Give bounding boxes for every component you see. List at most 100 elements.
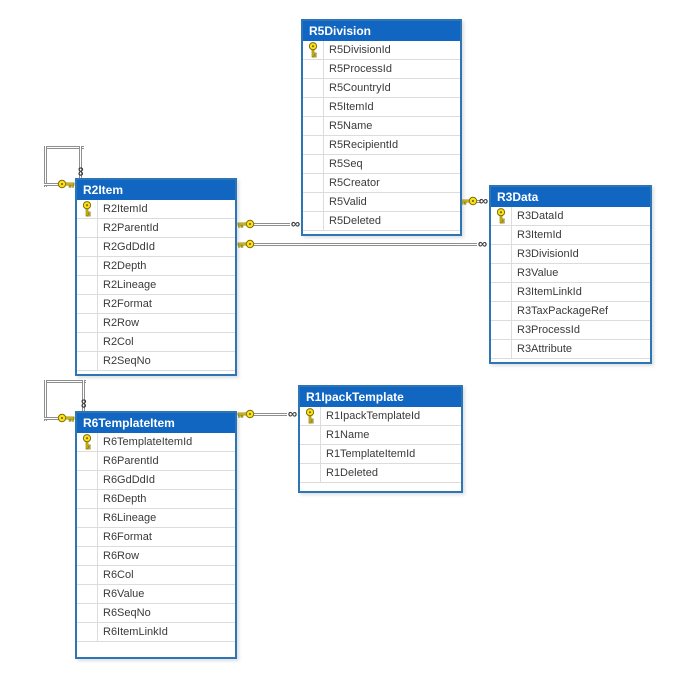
table-row[interactable]: R6Row: [77, 547, 235, 566]
table-row[interactable]: R6TemplateItemId: [77, 433, 235, 452]
relation-line[interactable]: [82, 380, 85, 411]
table-row[interactable]: R3DivisionId: [491, 245, 650, 264]
field-name: R1TemplateItemId: [326, 448, 416, 460]
table-row[interactable]: R6SeqNo: [77, 604, 235, 623]
table-row[interactable]: R2ItemId: [77, 200, 235, 219]
row-icon-cell: [491, 283, 512, 301]
field-name: R2Depth: [103, 260, 147, 272]
row-icon-cell: [77, 604, 98, 622]
table-row[interactable]: R3ProcessId: [491, 321, 650, 340]
table-row[interactable]: R6Lineage: [77, 509, 235, 528]
relation-line[interactable]: [44, 183, 62, 186]
table-row[interactable]: R5ItemId: [303, 98, 460, 117]
table-row[interactable]: R5Creator: [303, 174, 460, 193]
table-row[interactable]: R1Deleted: [300, 464, 461, 483]
field-name: R5Seq: [329, 158, 363, 170]
table-row[interactable]: R2ParentId: [77, 219, 235, 238]
table-row[interactable]: R3DataId: [491, 207, 650, 226]
field-name: R5ProcessId: [329, 63, 392, 75]
relation-line[interactable]: [44, 380, 47, 421]
primary-key-icon: [491, 207, 512, 225]
table-row[interactable]: R5RecipientId: [303, 136, 460, 155]
field-name: R6GdDdId: [103, 474, 155, 486]
table-row[interactable]: R5CountryId: [303, 79, 460, 98]
table-row[interactable]: R2Lineage: [77, 276, 235, 295]
table-row[interactable]: R3ItemLinkId: [491, 283, 650, 302]
key-icon: [237, 409, 255, 419]
table-row[interactable]: R6GdDdId: [77, 471, 235, 490]
table-header[interactable]: R2Item: [77, 180, 235, 200]
relation-line[interactable]: [79, 146, 82, 179]
field-name: R3ItemLinkId: [517, 286, 582, 298]
table-row[interactable]: R6Col: [77, 566, 235, 585]
table-header[interactable]: R5Division: [303, 21, 460, 41]
table-row[interactable]: R3TaxPackageRef: [491, 302, 650, 321]
primary-key-icon: [77, 433, 98, 451]
field-name: R6Depth: [103, 493, 147, 505]
table-header[interactable]: R3Data: [491, 187, 650, 207]
row-icon-cell: [77, 471, 98, 489]
field-name: R6Row: [103, 550, 140, 562]
primary-key-icon: [303, 41, 324, 59]
table-row[interactable]: R5Name: [303, 117, 460, 136]
row-icon-cell: [77, 238, 98, 256]
table-row[interactable]: R2GdDdId: [77, 238, 235, 257]
table-row[interactable]: R5Deleted: [303, 212, 460, 231]
table-row[interactable]: R2Depth: [77, 257, 235, 276]
field-name: R5Creator: [329, 177, 380, 189]
field-name: R2Row: [103, 317, 140, 329]
field-name: R6Col: [103, 569, 134, 581]
table-row[interactable]: R6Format: [77, 528, 235, 547]
table-row[interactable]: R2SeqNo: [77, 352, 235, 371]
relation-line[interactable]: [253, 243, 477, 246]
table-row[interactable]: R3ItemId: [491, 226, 650, 245]
row-icon-cell: [77, 547, 98, 565]
table-row[interactable]: R3Attribute: [491, 340, 650, 359]
table-row[interactable]: R5DivisionId: [303, 41, 460, 60]
table-row[interactable]: R5Valid: [303, 193, 460, 212]
table-row[interactable]: R1TemplateItemId: [300, 445, 461, 464]
relation-line[interactable]: [44, 146, 84, 149]
table-row[interactable]: R2Col: [77, 333, 235, 352]
table-row[interactable]: R1Name: [300, 426, 461, 445]
table-row[interactable]: R5Seq: [303, 155, 460, 174]
table-row[interactable]: R6ParentId: [77, 452, 235, 471]
infinity-icon: ∞: [74, 166, 89, 176]
table-header[interactable]: R1IpackTemplate: [300, 387, 461, 407]
field-name: R3DataId: [517, 210, 564, 222]
relation-line[interactable]: [44, 417, 62, 420]
row-icon-cell: [300, 426, 321, 444]
row-icon-cell: [491, 226, 512, 244]
row-icon-cell: [303, 79, 324, 97]
infinity-icon: ∞: [290, 216, 300, 231]
relation-line[interactable]: [253, 223, 290, 226]
field-name: R1IpackTemplateId: [326, 410, 421, 422]
field-name: R3Attribute: [517, 343, 573, 355]
table-row[interactable]: R2Row: [77, 314, 235, 333]
table-row[interactable]: R1IpackTemplateId: [300, 407, 461, 426]
relation-line[interactable]: [253, 413, 287, 416]
relation-line[interactable]: [44, 146, 47, 187]
relation-line[interactable]: [44, 380, 86, 383]
row-icon-cell: [77, 257, 98, 275]
field-name: R5DivisionId: [329, 44, 391, 56]
table-row[interactable]: R6Value: [77, 585, 235, 604]
table-row[interactable]: R5ProcessId: [303, 60, 460, 79]
table-row[interactable]: R6Depth: [77, 490, 235, 509]
table-row[interactable]: R3Value: [491, 264, 650, 283]
field-name: R6Format: [103, 531, 152, 543]
row-icon-cell: [77, 352, 98, 370]
row-icon-cell: [303, 174, 324, 192]
table-header[interactable]: R6TemplateItem: [77, 413, 235, 433]
table-row[interactable]: R6ItemLinkId: [77, 623, 235, 642]
table-row[interactable]: R2Format: [77, 295, 235, 314]
field-name: R6ItemLinkId: [103, 626, 168, 638]
